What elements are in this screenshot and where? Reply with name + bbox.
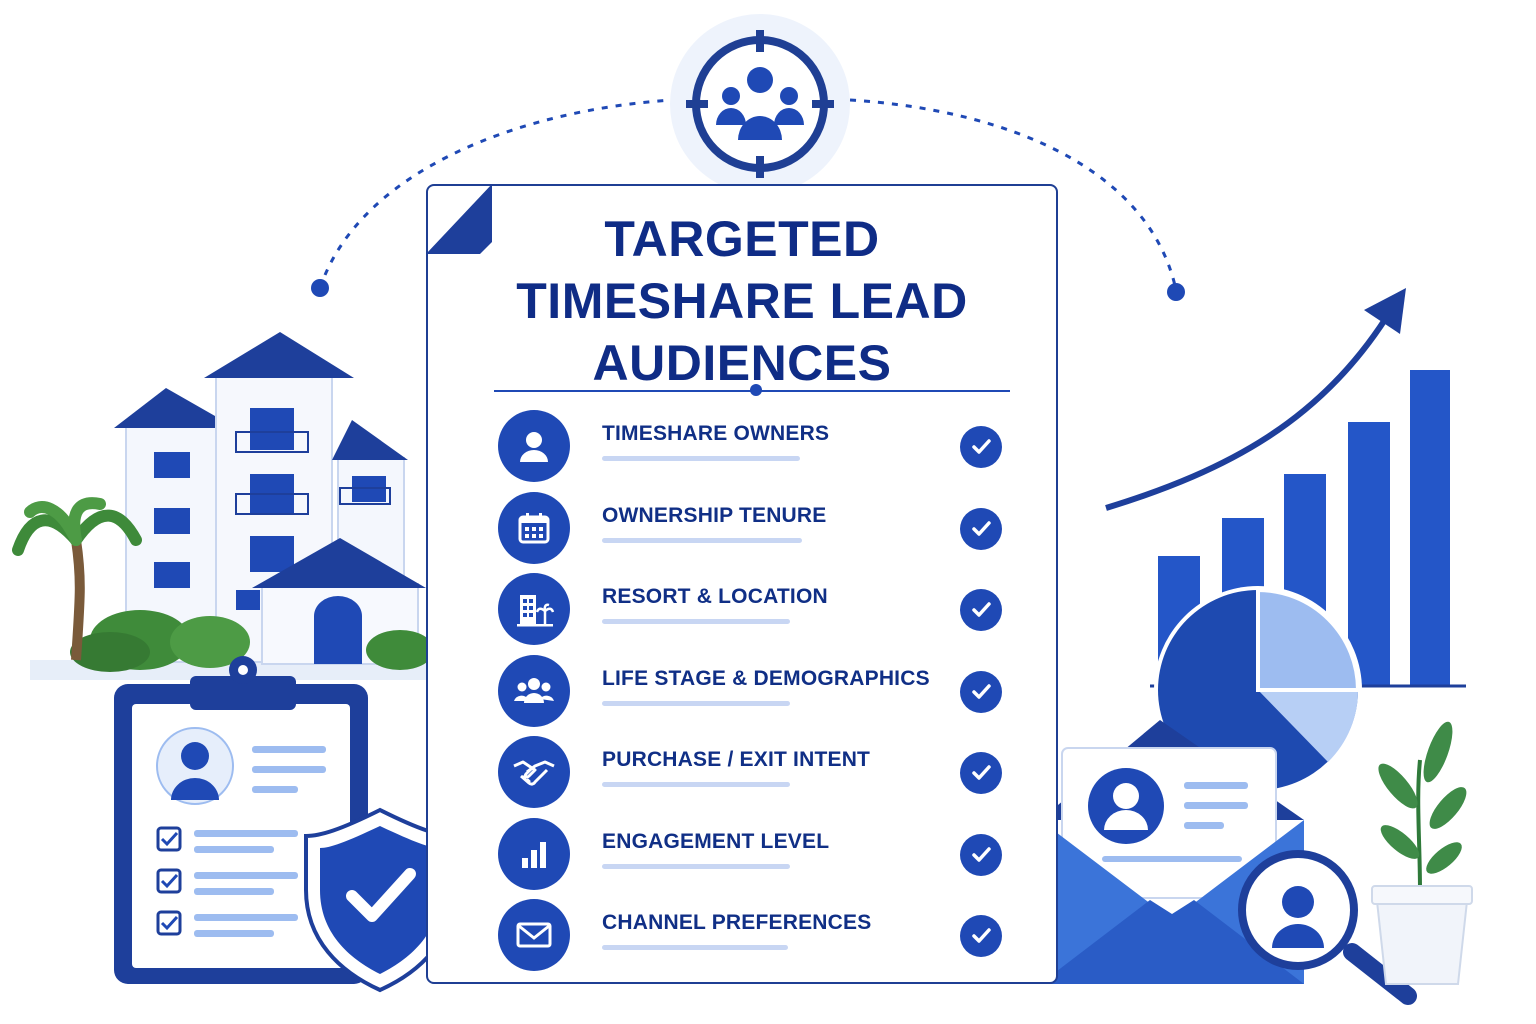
list-item: PURCHASE / EXIT INTENT — [428, 736, 1056, 818]
handshake-icon — [498, 736, 570, 808]
check-icon — [960, 915, 1002, 957]
page-title: TARGETED TIMESHARE LEAD AUDIENCES — [428, 208, 1056, 394]
list-item-label: LIFE STAGE & DEMOGRAPHICS — [602, 666, 930, 690]
list-item-label: RESORT & LOCATION — [602, 585, 828, 608]
folded-corner — [426, 184, 492, 254]
title-divider-dot — [750, 384, 762, 396]
check-icon — [960, 426, 1002, 468]
title-line-1: TARGETED — [604, 211, 880, 267]
list-item-label: PURCHASE / EXIT INTENT — [602, 748, 871, 771]
user-icon — [498, 410, 570, 482]
list-item: LIFE STAGE & DEMOGRAPHICS — [428, 654, 1056, 737]
list-item-underline — [602, 537, 802, 543]
check-icon — [960, 752, 1002, 794]
list-item-underline — [602, 700, 790, 706]
list-item: TIMESHARE OWNERS — [428, 410, 1056, 492]
envelope-icon — [498, 899, 570, 971]
list-item: ENGAGEMENT LEVEL — [428, 817, 1056, 900]
check-icon — [960, 670, 1002, 713]
resort-building-illustration — [12, 332, 434, 680]
list-item: OWNERSHIP TENURE — [428, 491, 1056, 574]
title-line-3: AUDIENCES — [592, 335, 892, 391]
dashed-arc-right — [849, 98, 1178, 291]
list-item-underline — [602, 782, 790, 787]
list-item-label: ENGAGEMENT LEVEL — [602, 829, 830, 853]
check-icon — [960, 833, 1002, 876]
list-item-underline — [602, 456, 800, 461]
check-icon — [960, 507, 1002, 550]
shield-check-icon — [304, 807, 456, 993]
envelope-profile-illustration — [1040, 720, 1304, 984]
list-item-underline — [602, 863, 790, 869]
list-item: RESORT & LOCATION — [428, 573, 1056, 655]
audience-card: TARGETED TIMESHARE LEAD AUDIENCES TIMESH… — [426, 184, 1058, 984]
list-item: CHANNEL PREFERENCES — [428, 899, 1056, 981]
potted-plant-illustration — [1371, 721, 1473, 985]
clipboard-illustration — [114, 656, 368, 984]
list-item-underline — [602, 945, 788, 950]
arc-dot-left — [311, 279, 329, 297]
list-item-label: CHANNEL PREFERENCES — [602, 911, 872, 934]
arc-dot-right — [1167, 283, 1185, 301]
resort-icon — [498, 573, 570, 645]
check-icon — [960, 589, 1002, 631]
group-icon — [498, 654, 570, 727]
pie-chart-icon — [1154, 586, 1362, 794]
list-item-label: OWNERSHIP TENURE — [602, 503, 827, 527]
list-item-label: TIMESHARE OWNERS — [602, 422, 830, 445]
magnifier-search-icon — [1238, 850, 1417, 1005]
calendar-icon — [498, 491, 570, 564]
bar-chart-icon — [498, 817, 570, 890]
list-item-underline — [602, 619, 790, 624]
target-audience-icon — [670, 14, 850, 194]
title-line-2: TIMESHARE LEAD — [516, 273, 968, 329]
